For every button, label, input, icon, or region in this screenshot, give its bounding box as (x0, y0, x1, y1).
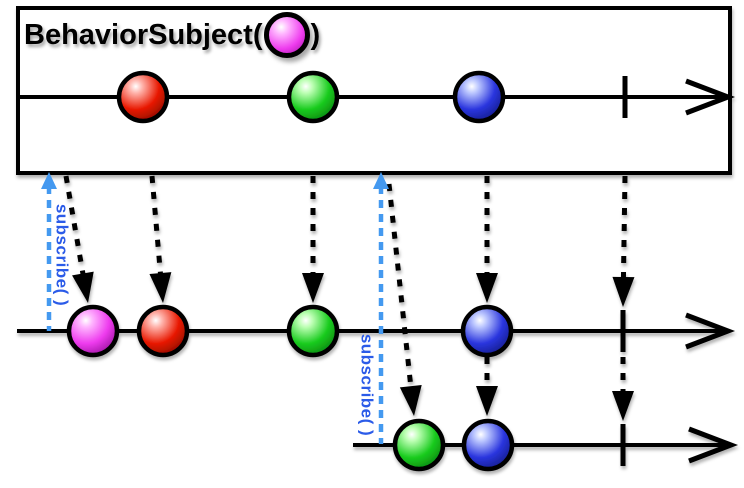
source-stream (18, 70, 736, 124)
subscribe-label: subscribe( ) (53, 204, 72, 306)
emission-arrowhead-icon (476, 273, 498, 303)
marble-magenta (66, 304, 120, 358)
timeline-arrowhead-icon (688, 426, 739, 464)
timeline-arrowhead-icon (685, 78, 736, 116)
emission-arrowhead-icon (302, 273, 324, 303)
subscribe-label: subscribe( ) (358, 334, 377, 436)
emission-arrowhead-icon (476, 386, 498, 416)
subscribe-arrowhead-icon (373, 172, 389, 189)
timeline-arrowhead-icon (685, 312, 736, 350)
initial-value-marble-icon (263, 12, 310, 58)
marble-green (392, 418, 446, 472)
subscribe-arrow: subscribe( ) (358, 172, 389, 444)
marble-blue (460, 304, 514, 358)
marble-red (136, 304, 190, 358)
emission-arrowhead-icon (72, 271, 94, 303)
subscriber1-stream (17, 304, 736, 358)
emission-arrow (476, 357, 498, 416)
subscriber2-stream (353, 418, 739, 472)
emission-arrow (63, 175, 94, 303)
behaviorsubject-label: BehaviorSubject( (24, 18, 263, 51)
marble-red (116, 70, 170, 124)
emission-arrow (612, 357, 634, 421)
marble-green (286, 70, 340, 124)
emission-arrow (476, 176, 498, 303)
diagram-title: BehaviorSubject( ) (24, 9, 320, 61)
marble-blue (461, 418, 515, 472)
close-paren-label: ) (310, 18, 321, 51)
emission-arrowhead-icon (612, 391, 634, 421)
emission-arrowhead-icon (612, 276, 635, 307)
emission-arrow (386, 183, 422, 416)
marble-blue (452, 70, 506, 124)
subscribe-arrowhead-icon (41, 172, 57, 189)
emission-arrow (612, 175, 635, 307)
emission-arrowhead-icon (399, 384, 422, 416)
marble-green (286, 304, 340, 358)
subscribe-arrow: subscribe( ) (41, 172, 72, 331)
emission-arrow (302, 176, 324, 303)
emission-arrowhead-icon (149, 272, 172, 303)
emission-arrow (149, 175, 172, 303)
